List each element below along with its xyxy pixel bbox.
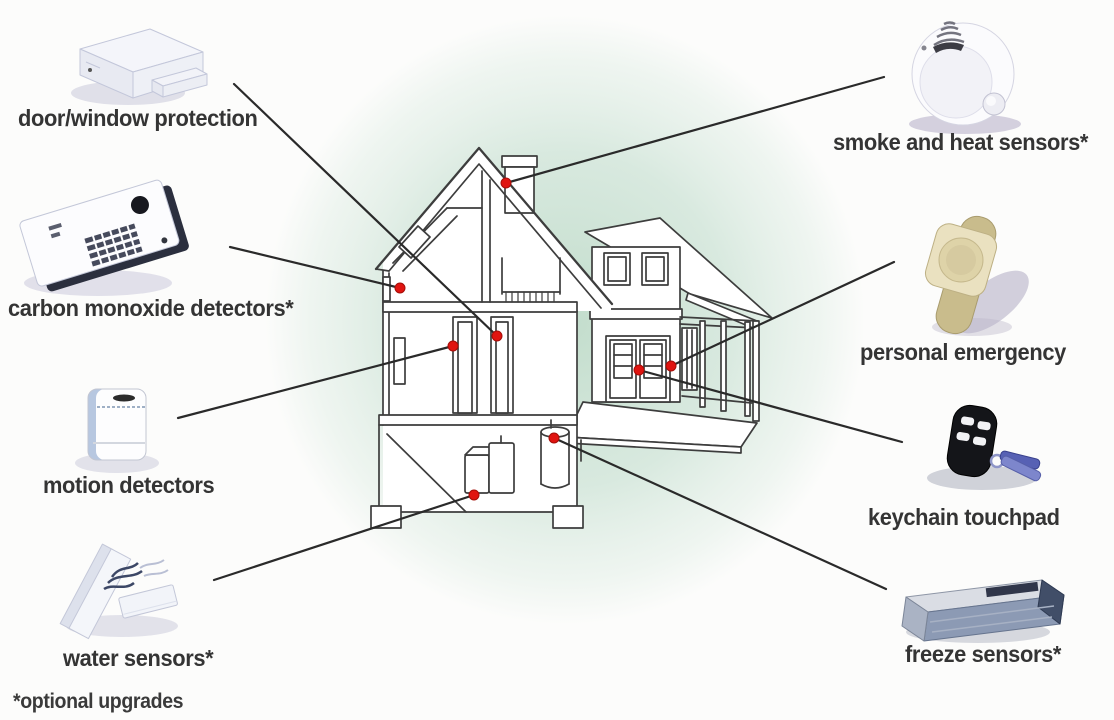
connector-freeze-sensors — [552, 436, 888, 591]
dot-carbon-monoxide-detectors — [394, 282, 406, 294]
label-freeze-sensors: freeze sensors* — [905, 641, 1062, 667]
connector-motion-detectors — [176, 344, 455, 420]
label-optional-upgrades-note: *optional upgrades — [13, 690, 184, 713]
label-motion-detectors: motion detectors — [43, 472, 215, 498]
label-water-sensors: water sensors* — [63, 645, 214, 671]
connector-smoke-and-heat-sensors — [504, 75, 886, 185]
house-right-wing — [565, 217, 773, 462]
label-carbon-monoxide-detectors: carbon monoxide detectors* — [8, 295, 294, 321]
label-keychain-touchpad: keychain touchpad — [868, 504, 1060, 530]
label-door-window-protection: door/window protection — [18, 105, 258, 131]
dot-motion-detectors — [447, 340, 459, 352]
personal-emergency-watch-image — [924, 215, 1029, 336]
connector-keychain-touchpad — [637, 368, 904, 444]
door-window-sensor-image — [71, 28, 208, 105]
dot-keychain-touchpad — [633, 364, 645, 376]
connector-door-window-protection — [232, 82, 499, 338]
dot-smoke-and-heat-sensors — [500, 177, 512, 189]
water-sensor-image — [59, 543, 178, 640]
carbon-monoxide-detector-image — [19, 179, 189, 296]
dot-personal-emergency — [665, 360, 677, 372]
label-smoke-and-heat-sensors: smoke and heat sensors* — [833, 129, 1089, 155]
connector-water-sensors — [212, 493, 476, 582]
device-images — [19, 21, 1065, 643]
label-personal-emergency: personal emergency — [860, 339, 1066, 365]
dot-water-sensors — [468, 489, 480, 501]
connector-personal-emergency — [669, 260, 896, 368]
dot-door-window-protection — [491, 330, 503, 342]
smoke-heat-sensor-image — [909, 21, 1021, 134]
connector-lines — [176, 75, 904, 591]
freeze-sensor-image — [901, 579, 1065, 643]
keychain-touchpad-image — [927, 404, 1042, 490]
connector-carbon-monoxide-detectors — [228, 245, 402, 290]
motion-detector-image — [75, 388, 159, 473]
sensor-location-dots — [394, 177, 677, 501]
dot-freeze-sensors — [548, 432, 560, 444]
